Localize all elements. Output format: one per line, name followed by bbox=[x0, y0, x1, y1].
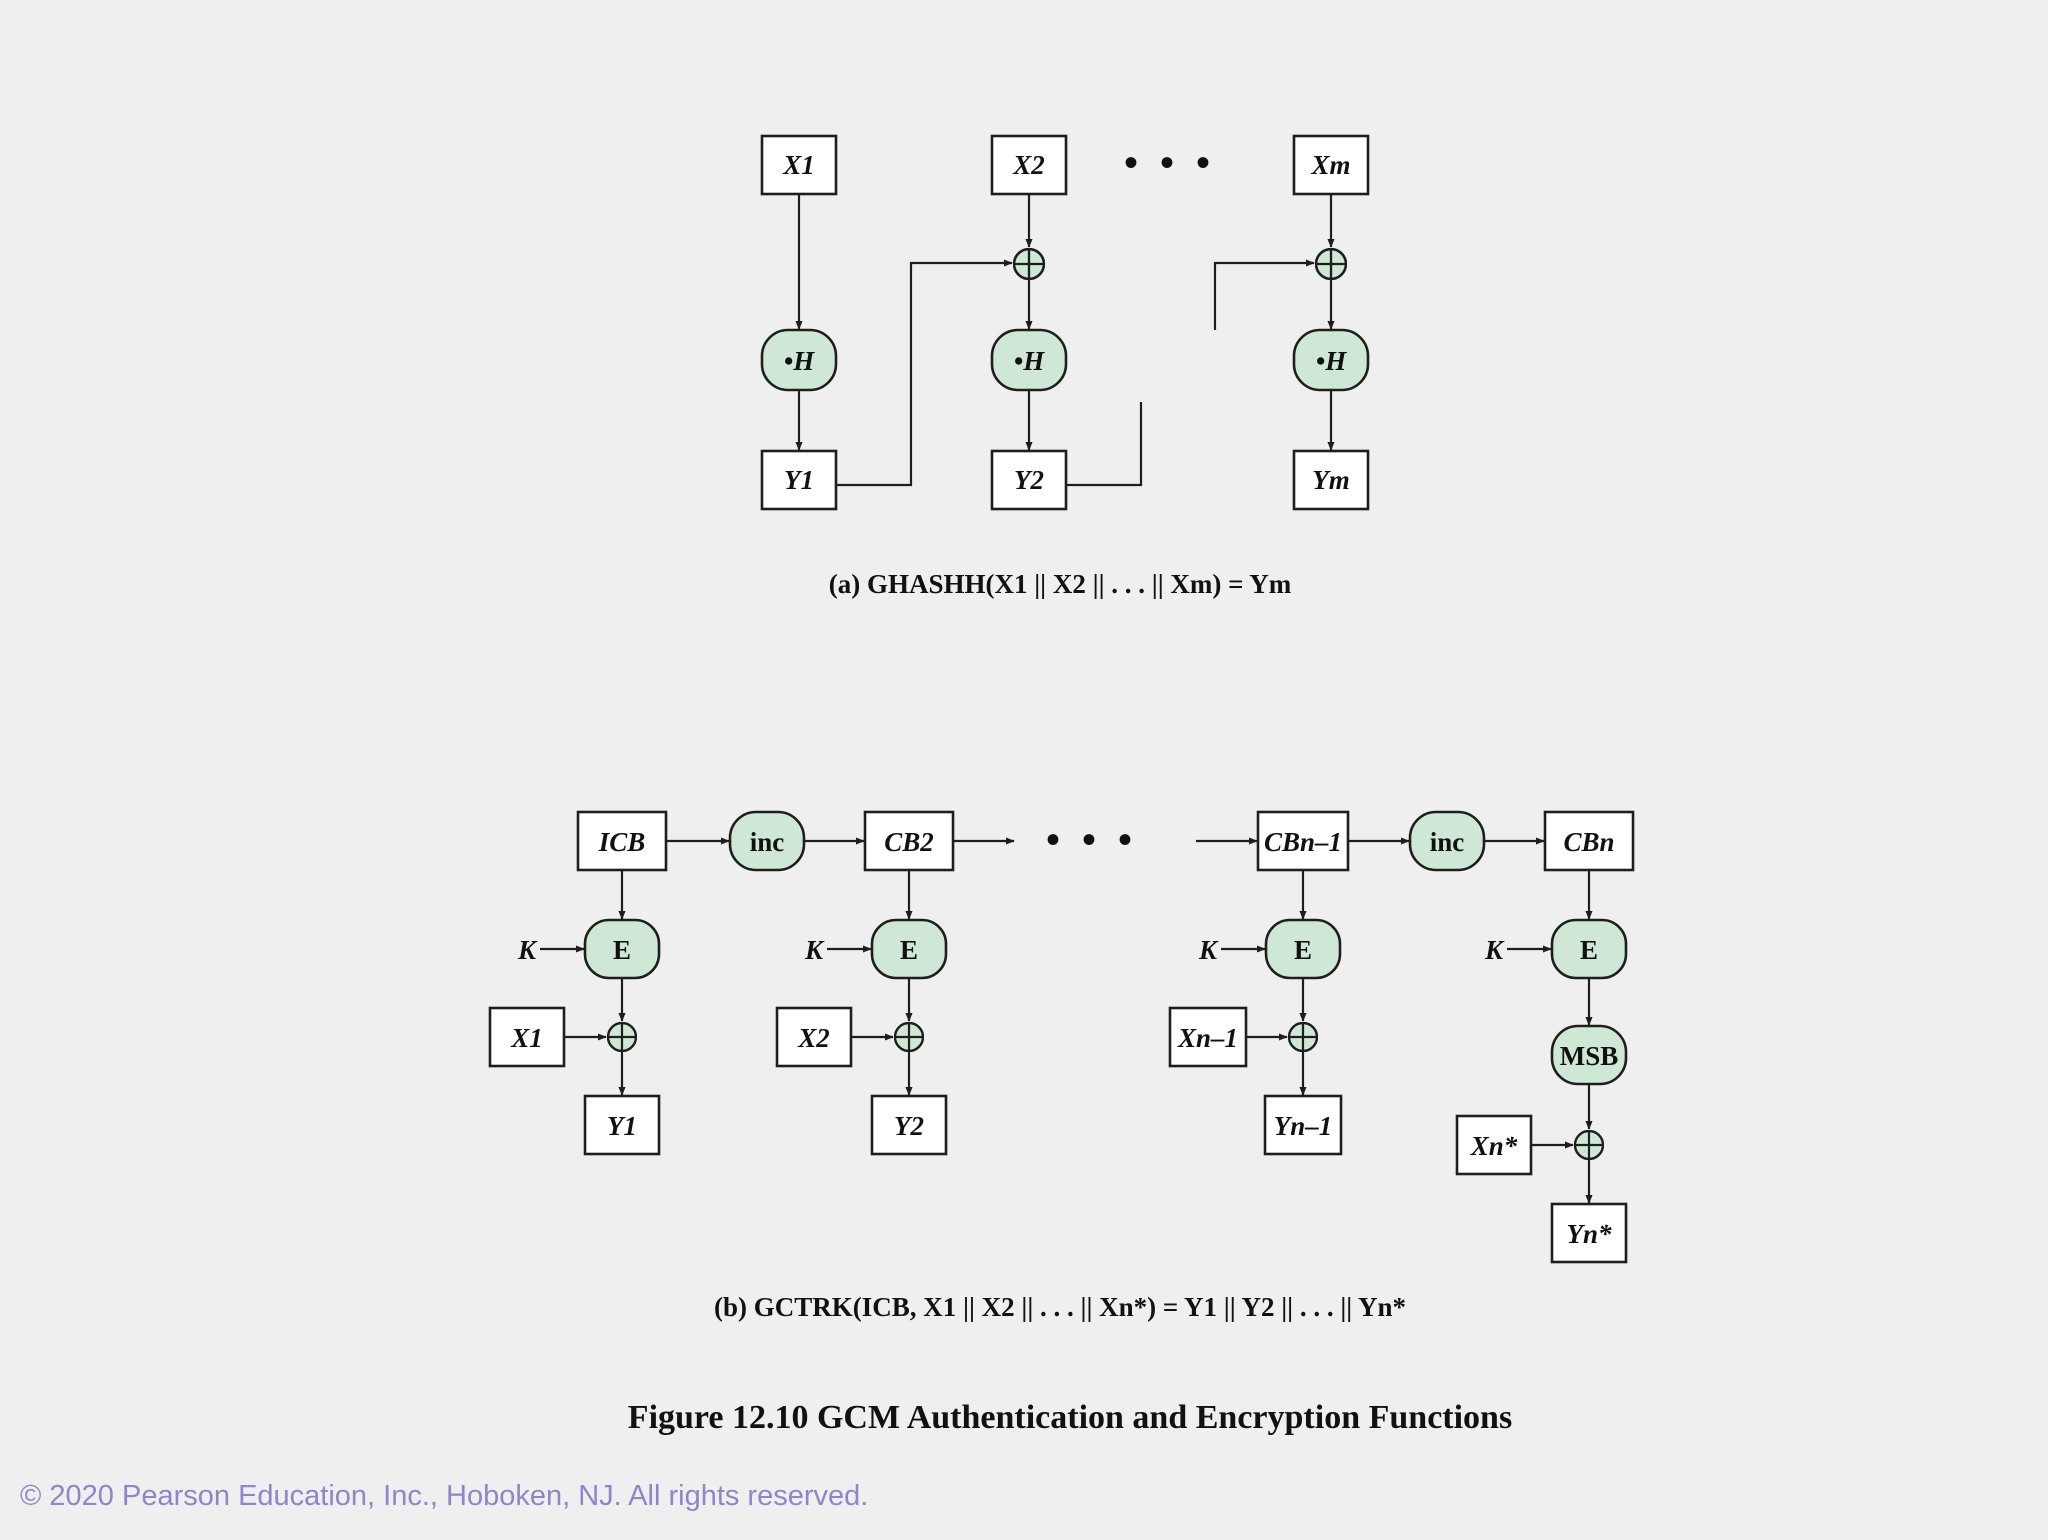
gctr-key-n-1: K bbox=[1198, 935, 1219, 965]
gctr-key-2: K bbox=[804, 935, 825, 965]
gctr-input-xn-1-label: Xn–1 bbox=[1177, 1023, 1238, 1053]
gctr-inc-2-label: inc bbox=[1430, 827, 1465, 857]
ghash-xor-m bbox=[1315, 248, 1347, 280]
gctr-xor-1 bbox=[607, 1022, 637, 1052]
gctr-encrypt-2-label: E bbox=[900, 935, 918, 965]
gctr-input-x1-label: X1 bbox=[510, 1023, 543, 1053]
gctr-diagram: ICB inc CB2 • • • CBn–1 inc CBn E E E E … bbox=[488, 810, 1635, 1322]
gctr-input-xn-star bbox=[1455, 1114, 1533, 1176]
gctr-counter-cb2-label: CB2 bbox=[884, 827, 934, 857]
gctr-counter-cb2 bbox=[863, 810, 955, 872]
gctr-encrypt-n-label: E bbox=[1580, 935, 1598, 965]
figure-title: Figure 12.10 GCM Authentication and Encr… bbox=[628, 1399, 1512, 1436]
ghash-output-y2 bbox=[990, 449, 1068, 511]
gctr-input-x2-label: X2 bbox=[797, 1023, 830, 1053]
ghash-func-m-label: •H bbox=[1316, 346, 1347, 376]
ghash-ellipsis: • • • bbox=[1124, 140, 1216, 185]
ghash-output-y1 bbox=[760, 449, 838, 511]
gctr-xor-n bbox=[1574, 1130, 1604, 1160]
gctr-counter-icb-label: ICB bbox=[598, 827, 646, 857]
gctr-xor-2 bbox=[894, 1022, 924, 1052]
ghash-caption: (a) GHASHH(X1 || X2 || . . . || Xm) = Ym bbox=[829, 569, 1292, 599]
gctr-input-x2 bbox=[775, 1006, 853, 1068]
ghash-input-x1-label: X1 bbox=[782, 150, 815, 180]
ghash-output-ym bbox=[1292, 449, 1370, 511]
gctr-msb-label: MSB bbox=[1560, 1041, 1619, 1071]
gctr-ellipsis: • • • bbox=[1046, 817, 1138, 862]
gctr-encrypt-1-label: E bbox=[613, 935, 631, 965]
gctr-counter-cbn-label: CBn bbox=[1563, 827, 1614, 857]
gctr-counter-cbn bbox=[1543, 810, 1635, 872]
gctr-output-y1-label: Y1 bbox=[607, 1111, 637, 1141]
gctr-counter-cbn-1-label: CBn–1 bbox=[1264, 827, 1342, 857]
gctr-output-yn-1-label: Yn–1 bbox=[1274, 1111, 1333, 1141]
ghash-input-xm-label: Xm bbox=[1310, 150, 1350, 180]
gctr-output-yn-star-label: Yn* bbox=[1566, 1219, 1612, 1249]
ghash-output-y2-label: Y2 bbox=[1014, 465, 1044, 495]
ghash-diagram: X1 X2 Xm • • • •H •H •H Y1 Y2 Ym bbox=[760, 134, 1370, 599]
gctr-input-x1 bbox=[488, 1006, 566, 1068]
ghash-output-y1-label: Y1 bbox=[784, 465, 814, 495]
gctr-caption: (b) GCTRK(ICB, X1 || X2 || . . . || Xn*)… bbox=[714, 1292, 1406, 1322]
ghash-xor-2 bbox=[1013, 248, 1045, 280]
ghash-arrows bbox=[795, 194, 1335, 487]
copyright-notice: © 2020 Pearson Education, Inc., Hoboken,… bbox=[20, 1480, 869, 1512]
gctr-counter-icb bbox=[576, 810, 668, 872]
gctr-encrypt-n-1-label: E bbox=[1294, 935, 1312, 965]
gctr-inc-1-label: inc bbox=[750, 827, 785, 857]
ghash-output-ym-label: Ym bbox=[1312, 465, 1350, 495]
gctr-output-y2 bbox=[870, 1094, 948, 1156]
gctr-key-1: K bbox=[517, 935, 538, 965]
gctr-output-yn-star bbox=[1550, 1202, 1628, 1264]
gctr-output-y1 bbox=[583, 1094, 661, 1156]
ghash-input-x2-label: X2 bbox=[1012, 150, 1045, 180]
gctr-xor-n-1 bbox=[1288, 1022, 1318, 1052]
gctr-arrows bbox=[540, 837, 1593, 1204]
ghash-func-1-label: •H bbox=[784, 346, 815, 376]
gctr-output-yn-1 bbox=[1263, 1094, 1343, 1156]
gctr-key-n: K bbox=[1484, 935, 1505, 965]
gctr-input-xn-star-label: Xn* bbox=[1470, 1131, 1518, 1161]
gctr-output-y2-label: Y2 bbox=[894, 1111, 924, 1141]
ghash-func-2-label: •H bbox=[1014, 346, 1045, 376]
